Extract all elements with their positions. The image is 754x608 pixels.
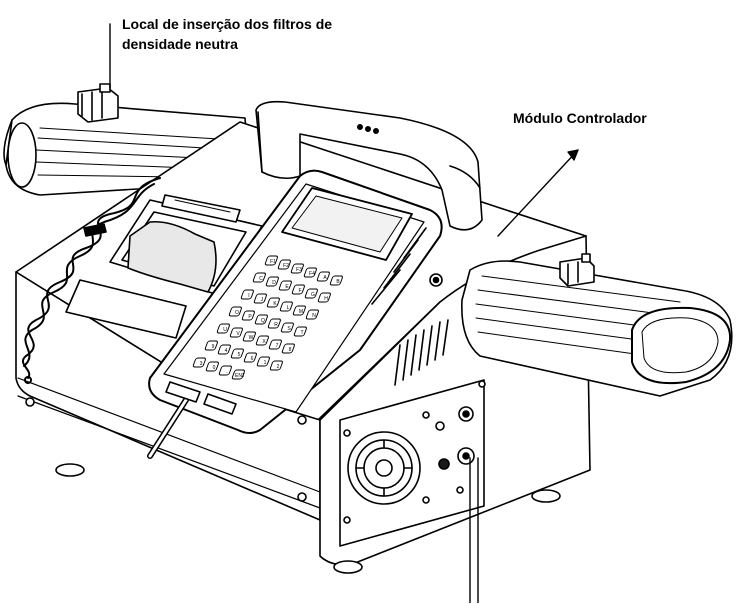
keypad-key: F4 xyxy=(303,267,317,278)
keypad-key: 2 xyxy=(269,360,283,371)
keypad-key-label: W xyxy=(249,335,254,341)
keypad-key-label: G xyxy=(311,292,315,298)
keypad-key: D xyxy=(265,276,279,287)
keypad-key: F3 xyxy=(290,263,304,274)
keypad-key-label: H xyxy=(324,296,328,302)
keypad-key: A xyxy=(316,271,330,282)
keypad-key: 3 xyxy=(192,357,206,368)
keypad-key: L xyxy=(279,301,293,312)
filter-slot-callout-line-2: densidade neutra xyxy=(122,36,238,52)
keypad-key-label: Q xyxy=(261,318,265,324)
keypad-key: O xyxy=(228,306,242,317)
filter-slot-holder-left xyxy=(77,83,119,123)
keypad-key: U xyxy=(216,323,230,334)
keypad-key: N xyxy=(305,309,319,320)
keypad-key: C xyxy=(252,272,266,283)
keypad-key: R xyxy=(267,318,281,329)
controller-module-callout: Módulo Controlador xyxy=(513,110,647,126)
keypad-key-label: U xyxy=(223,327,227,333)
keypad-key: V xyxy=(229,327,243,338)
keypad-key-label: R xyxy=(274,322,278,328)
keypad-key: X xyxy=(255,335,269,346)
keypad-key-label: 2 xyxy=(277,364,280,370)
keypad-key-label: V xyxy=(236,331,240,337)
coiled-cable xyxy=(21,177,161,384)
printer-unit xyxy=(65,194,263,339)
keypad-key: K xyxy=(266,297,280,308)
keypad-key: I xyxy=(240,289,254,300)
keypad-key-label: 0 xyxy=(213,365,216,371)
callout-arrows xyxy=(109,23,579,237)
keypad-key: M xyxy=(292,305,306,316)
keypad-key: F1 xyxy=(264,255,278,266)
keypad-key: S xyxy=(280,322,294,333)
keypad-key-label: J xyxy=(261,297,264,303)
keypad-key: F xyxy=(291,284,305,295)
keypad-key-label: ENT xyxy=(235,373,245,379)
keypad-key-label: S xyxy=(287,326,291,332)
rear-panel xyxy=(339,379,486,604)
keypad-key-label: 9 xyxy=(212,344,215,350)
keypad-key-label: F1 xyxy=(270,259,276,265)
keypad-key-label: F4 xyxy=(309,271,315,277)
keypad-key-label: P xyxy=(248,314,252,320)
right-lamp-tube xyxy=(461,260,733,397)
keypad-key: H xyxy=(317,292,331,303)
keypad-key-label: X xyxy=(262,339,266,345)
cable-clip xyxy=(83,223,107,237)
keypad-key-label: 4 xyxy=(225,348,228,354)
keypad-key-label: 1 xyxy=(264,360,267,366)
keypad-key: W xyxy=(242,331,256,342)
keypad-key-label: E xyxy=(285,284,289,290)
keypad-key: ENT xyxy=(231,369,245,380)
controller-arrowhead xyxy=(567,149,579,161)
controller-leader xyxy=(497,149,579,237)
keypad-key-label: 6 xyxy=(251,356,254,362)
keypad-key: G xyxy=(304,288,318,299)
keypad-key: 5 xyxy=(230,348,244,359)
keypad-key-label: M xyxy=(299,309,303,315)
keypad-key-label: F xyxy=(298,288,301,294)
keypad-key: B xyxy=(329,275,343,286)
keypad-key: 9 xyxy=(204,340,218,351)
keypad-key-label: K xyxy=(273,301,277,307)
keypad-key-label: 3 xyxy=(200,361,203,367)
filter-slot-callout-line-1: Local de inserção dos filtros de xyxy=(122,16,333,32)
keypad-key-label: . xyxy=(226,369,227,375)
keypad-key-label: I xyxy=(248,293,249,299)
keypad-key: 4 xyxy=(217,344,231,355)
keypad-key: Q xyxy=(254,314,268,325)
keypad-key-label: A xyxy=(323,275,327,281)
keypad-key: 0 xyxy=(205,361,219,372)
filter-slot-holder-right xyxy=(559,253,595,287)
keypad-key: 6 xyxy=(243,352,257,363)
keypad-key-label: F2 xyxy=(283,263,289,269)
keypad-key-label: L xyxy=(287,305,290,311)
keypad-key: J xyxy=(253,293,267,304)
keypad-key: 1 xyxy=(256,356,270,367)
keypad-key-label: D xyxy=(272,280,276,286)
keypad-key-label: 5 xyxy=(238,352,241,358)
keypad-key: E xyxy=(278,280,292,291)
keypad-key-label: F3 xyxy=(296,267,302,273)
keypad-key-label: 8 xyxy=(289,347,292,353)
keypad-key-label: B xyxy=(336,279,340,285)
keypad-key: 7 xyxy=(268,339,282,350)
keypad-key: P xyxy=(241,310,255,321)
keypad-key-label: C xyxy=(259,276,263,282)
keypad-key-label: N xyxy=(312,313,316,319)
keypad-key-label: 7 xyxy=(276,343,279,349)
keypad-key: T xyxy=(293,326,307,337)
keypad-key-label: O xyxy=(235,310,239,316)
keypad-key: 8 xyxy=(281,343,295,354)
keypad-key: F2 xyxy=(277,259,291,270)
keypad-key: . xyxy=(218,365,232,376)
keypad-key-label: T xyxy=(300,330,303,336)
filter-slot-callout: Local de inserção dos filtros de densida… xyxy=(122,14,332,54)
